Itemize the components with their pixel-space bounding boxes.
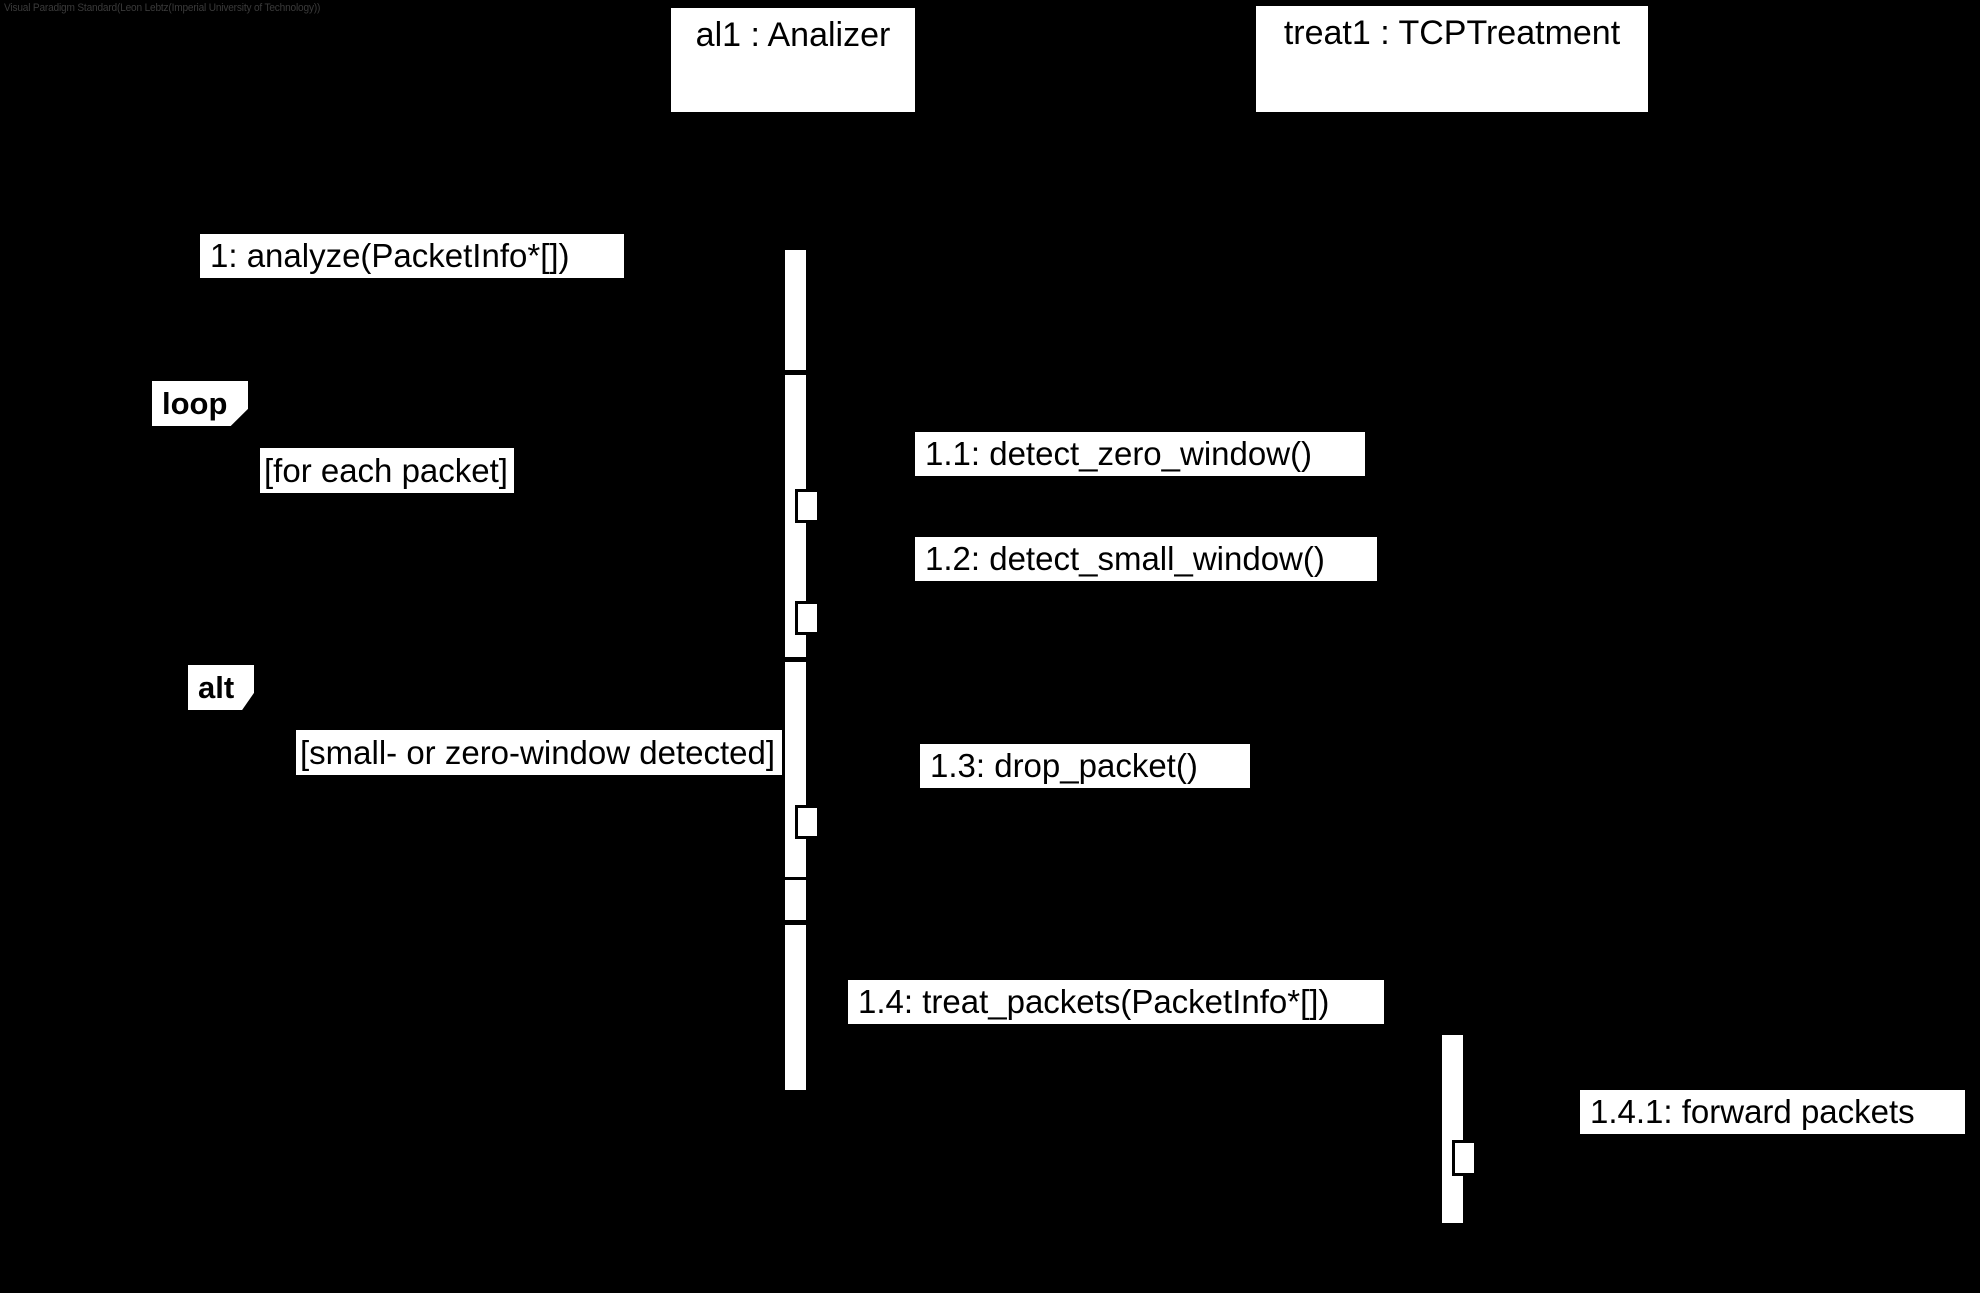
- fragment-operator-loop[interactable]: loop: [152, 381, 248, 426]
- message-label-drop-packet[interactable]: 1.3: drop_packet(): [920, 744, 1250, 788]
- nested-activation-detect-zero-window: [795, 489, 820, 523]
- message-label-detect-small-window[interactable]: 1.2: detect_small_window(): [915, 537, 1377, 581]
- fragment-guard-alt: [small- or zero-window detected]: [296, 730, 782, 775]
- activation-analizer-seg-4: [785, 880, 806, 920]
- message-label-forward-packets[interactable]: 1.4.1: forward packets: [1580, 1090, 1965, 1134]
- fragment-guard-loop: [for each packet]: [260, 448, 514, 493]
- message-label-analyze[interactable]: 1: analyze(PacketInfo*[]): [200, 234, 624, 278]
- nested-activation-drop-packet: [795, 805, 820, 839]
- message-label-treat-packets[interactable]: 1.4: treat_packets(PacketInfo*[]): [848, 980, 1384, 1024]
- lifeline-label-tcptreatment: treat1 : TCPTreatment: [1283, 14, 1621, 52]
- watermark-text: Visual Paradigm Standard(Leon Lebtz(Impe…: [4, 2, 321, 14]
- activation-analizer-seg-1: [785, 250, 806, 370]
- nested-activation-detect-small-window: [795, 601, 820, 635]
- lifeline-head-tcptreatment[interactable]: treat1 : TCPTreatment: [1255, 5, 1649, 113]
- lifeline-head-analizer[interactable]: al1 : Analizer: [670, 7, 916, 113]
- fragment-operator-alt[interactable]: alt: [188, 665, 254, 710]
- nested-activation-forward-packets: [1452, 1140, 1477, 1176]
- lifeline-label-analizer: al1 : Analizer: [695, 16, 891, 54]
- activation-tcptreatment: [1442, 1035, 1463, 1223]
- message-label-detect-zero-window[interactable]: 1.1: detect_zero_window(): [915, 432, 1365, 476]
- activation-analizer-seg-3: [785, 662, 806, 877]
- activation-analizer-seg-5: [785, 925, 806, 1090]
